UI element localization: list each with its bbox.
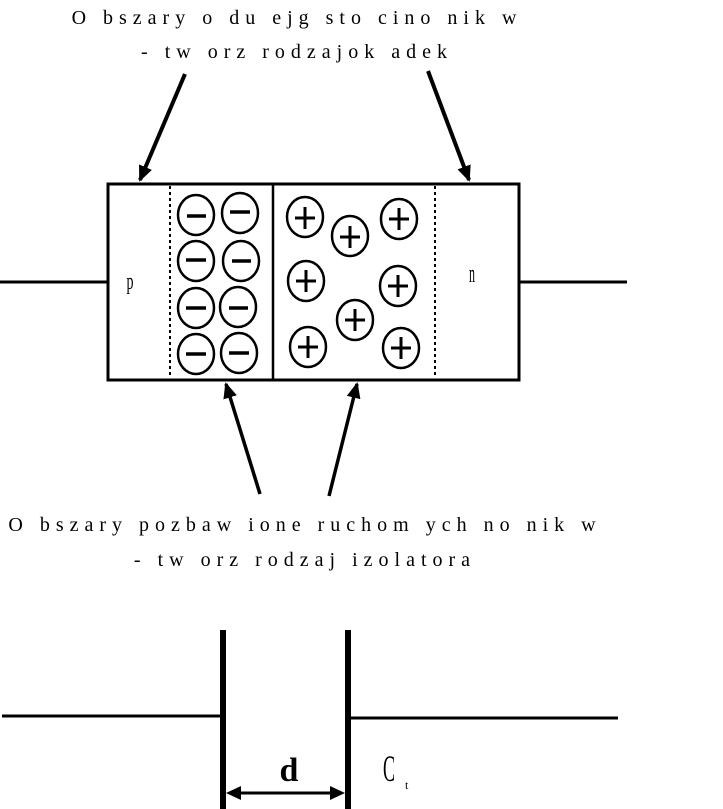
positive-ion-icon (335, 298, 375, 342)
negative-ion-icon (176, 332, 216, 376)
bottom-caption-line-2: - tw orz rodzaj izolatora (134, 549, 476, 571)
positive-ion-icon (286, 259, 326, 303)
pn-junction: p n (0, 182, 627, 382)
bottom-caption-line-1: O bszary pozbaw ione ruchom ych no nik w (8, 514, 601, 536)
positive-ion-icon (381, 326, 421, 370)
arrow-to-negative-depletion (223, 382, 262, 495)
negative-ion-icon (221, 239, 261, 283)
arrow-to-positive-depletion (327, 382, 361, 497)
distance-label: d (280, 752, 299, 789)
positive-ion-icon (288, 325, 328, 369)
top-caption-line-2: - tw orz rodzajok adek (141, 41, 453, 63)
positive-ion-icon (285, 195, 325, 239)
negative-ion-icon (219, 331, 259, 375)
capacitor-equivalent: d C t (2, 630, 618, 809)
negative-ion-icon (218, 285, 258, 329)
positive-ion-icon (379, 197, 419, 241)
capacitance-subscript: t (405, 778, 409, 792)
p-region-label: p (127, 268, 134, 295)
arrow-to-n-region (426, 70, 471, 182)
top-caption: O bszary o du ejg sto cino nik w - tw or… (72, 7, 523, 63)
arrow-to-p-region (138, 73, 187, 182)
bottom-caption: O bszary pozbaw ione ruchom ych no nik w… (8, 514, 601, 571)
distance-arrow-right-head (330, 786, 345, 800)
positive-ion-icon (330, 214, 370, 258)
n-region-label: n (469, 260, 475, 288)
positive-ion-icon (378, 264, 418, 308)
top-caption-line-1: O bszary o du ejg sto cino nik w (72, 7, 523, 29)
distance-arrow-left-head (226, 786, 241, 800)
negative-ion-icon (176, 286, 216, 330)
negative-ion-icon (176, 193, 216, 237)
negative-ion-icon (220, 191, 260, 235)
capacitance-label: C (383, 749, 395, 790)
positive-ions (285, 195, 421, 370)
negative-ions (176, 191, 261, 376)
negative-ion-icon (176, 239, 216, 283)
